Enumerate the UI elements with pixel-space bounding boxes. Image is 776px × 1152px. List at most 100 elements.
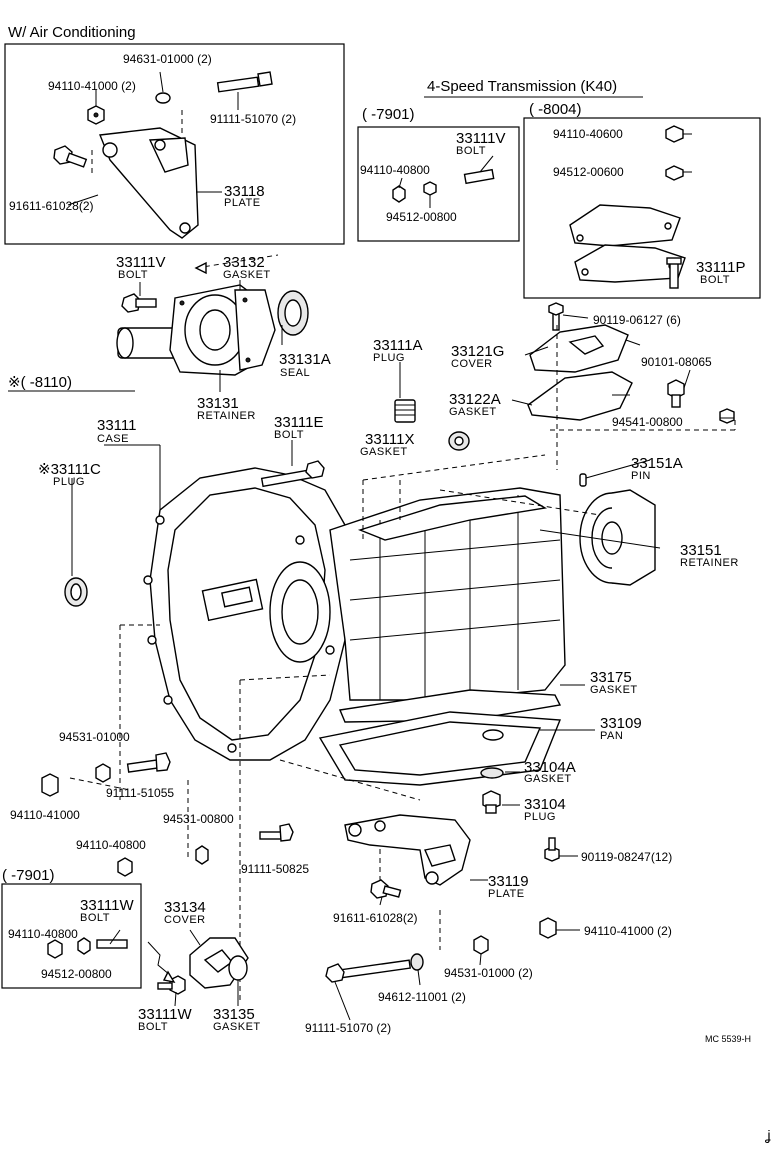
part-number: 33111E xyxy=(274,414,324,431)
leader xyxy=(562,314,589,319)
lower-plate-33119-drawing xyxy=(344,814,471,886)
leader xyxy=(398,177,403,189)
part-number: 33109 xyxy=(600,715,642,732)
corner-mark: ʝ xyxy=(765,1127,771,1143)
rear-retainer-drawing xyxy=(579,489,656,586)
lower-washer-01000-drawing xyxy=(473,935,489,955)
part-number: 94631-01000 (2) xyxy=(123,52,212,66)
part-label: SEAL xyxy=(280,367,310,379)
part-number: 33134 xyxy=(164,899,206,916)
part-number: 94110-40800 xyxy=(360,163,430,177)
part-number: 94531-01000 xyxy=(59,730,130,744)
part-label: PLUG xyxy=(53,476,85,488)
box7901-stud-drawing xyxy=(463,168,495,185)
part-number: 33111X xyxy=(365,431,415,448)
arrow-head xyxy=(162,970,176,983)
part-number: 94110-40800 xyxy=(8,927,78,941)
part-label: GASKET xyxy=(213,1021,261,1033)
heading-range-7901-top: ( -7901) xyxy=(362,106,415,123)
part-label: PLATE xyxy=(488,888,525,900)
part-label: GASKET xyxy=(524,773,572,785)
part-label: BOLT xyxy=(80,912,110,924)
part-number: 94110-40600 xyxy=(553,127,623,141)
part-label: GASKET xyxy=(590,684,638,696)
dashed-guide xyxy=(279,759,421,801)
lower-washer-00800-drawing xyxy=(195,845,209,865)
part-number: 33111W xyxy=(138,1006,192,1023)
leader xyxy=(159,71,164,93)
ac-washer-drawing xyxy=(155,92,171,104)
box8004-nut-drawing xyxy=(665,125,684,143)
part-number: 94531-01000 (2) xyxy=(444,966,533,980)
part-number: 33131 xyxy=(197,395,239,412)
oil-pan-drawing xyxy=(318,689,562,786)
gasket-33111x-drawing xyxy=(448,431,470,451)
box8004-covers-drawing xyxy=(569,204,686,283)
lower-bolt-50825-drawing xyxy=(259,823,294,842)
part-label: RETAINER xyxy=(197,410,256,422)
heading-range-7901-bottom: ( -7901) xyxy=(2,867,55,884)
lower-lockwasher-11001-drawing xyxy=(410,953,424,971)
part-number: 91611-61028(2) xyxy=(333,911,418,925)
pan-bolt-drawing xyxy=(544,837,560,862)
part-label: COVER xyxy=(451,358,493,370)
part-label: BOLT xyxy=(138,1021,168,1033)
part-label: PIN xyxy=(631,470,651,482)
lower-long-bolt-51070-drawing xyxy=(325,959,412,983)
leader xyxy=(479,155,494,173)
lower-nut-41000-drawing xyxy=(539,917,557,939)
part-number: 90119-06127 (6) xyxy=(593,313,681,327)
part-number: 33175 xyxy=(590,669,632,686)
part-number: 33111 xyxy=(97,417,137,434)
drain-plug-drawing xyxy=(482,790,501,814)
part-number: ※33111C xyxy=(38,461,101,478)
part-number: 90101-08065 xyxy=(641,355,712,369)
plug-33111a-drawing xyxy=(394,399,416,423)
box7901-washer-drawing xyxy=(423,181,437,196)
heading-air-conditioning: W/ Air Conditioning xyxy=(8,24,136,41)
part-number: 91111-51055 xyxy=(106,786,174,800)
part-number: 94612-11001 (2) xyxy=(378,990,466,1004)
retainer-bolt-drawing xyxy=(121,293,157,313)
pin-drawing xyxy=(579,473,587,487)
part-label: PAN xyxy=(600,730,623,742)
leader xyxy=(109,929,121,945)
part-number: 94512-00800 xyxy=(41,967,112,981)
leader xyxy=(189,929,201,946)
seal-drawing xyxy=(277,290,309,336)
part-label: BOLT xyxy=(700,274,730,286)
dashed-guide xyxy=(239,674,331,681)
arrow-head xyxy=(194,261,207,275)
part-number: 33111P xyxy=(696,259,746,276)
leader xyxy=(585,459,651,479)
lower-washer-drawing xyxy=(95,763,111,783)
part-number: 94512-00800 xyxy=(386,210,457,224)
part-number: 33121G xyxy=(451,343,504,360)
part-number: 91111-51070 (2) xyxy=(305,1021,391,1035)
part-label: GASKET xyxy=(449,406,497,418)
part-label: BOLT xyxy=(118,269,148,281)
leader xyxy=(683,369,691,389)
retainer-assembly-drawing xyxy=(116,284,276,376)
part-number: 33151 xyxy=(680,542,722,559)
box-7901-bottom xyxy=(1,883,142,989)
part-number: 91111-51070 (2) xyxy=(210,112,296,126)
leader xyxy=(479,953,482,966)
part-number: 94110-41000 (2) xyxy=(584,924,672,938)
part-number: 91111-50825 xyxy=(241,862,309,876)
arrow-dashed xyxy=(195,254,279,269)
part-label: BOLT xyxy=(456,145,486,157)
part-label: CASE xyxy=(97,433,129,445)
leader xyxy=(67,194,99,206)
leader xyxy=(511,399,533,406)
arrow-to-cover xyxy=(147,941,171,976)
leader xyxy=(524,346,549,356)
part-number: 94110-41000 (2) xyxy=(48,79,136,93)
dashed-guide xyxy=(362,454,546,481)
part-label: PLUG xyxy=(524,811,556,823)
heading-range-8110: ※( -8110) xyxy=(8,374,72,391)
box8004-washer-drawing xyxy=(665,165,684,181)
top-gasket-drawing xyxy=(527,371,633,421)
part-number: 94110-41000 xyxy=(10,808,80,822)
